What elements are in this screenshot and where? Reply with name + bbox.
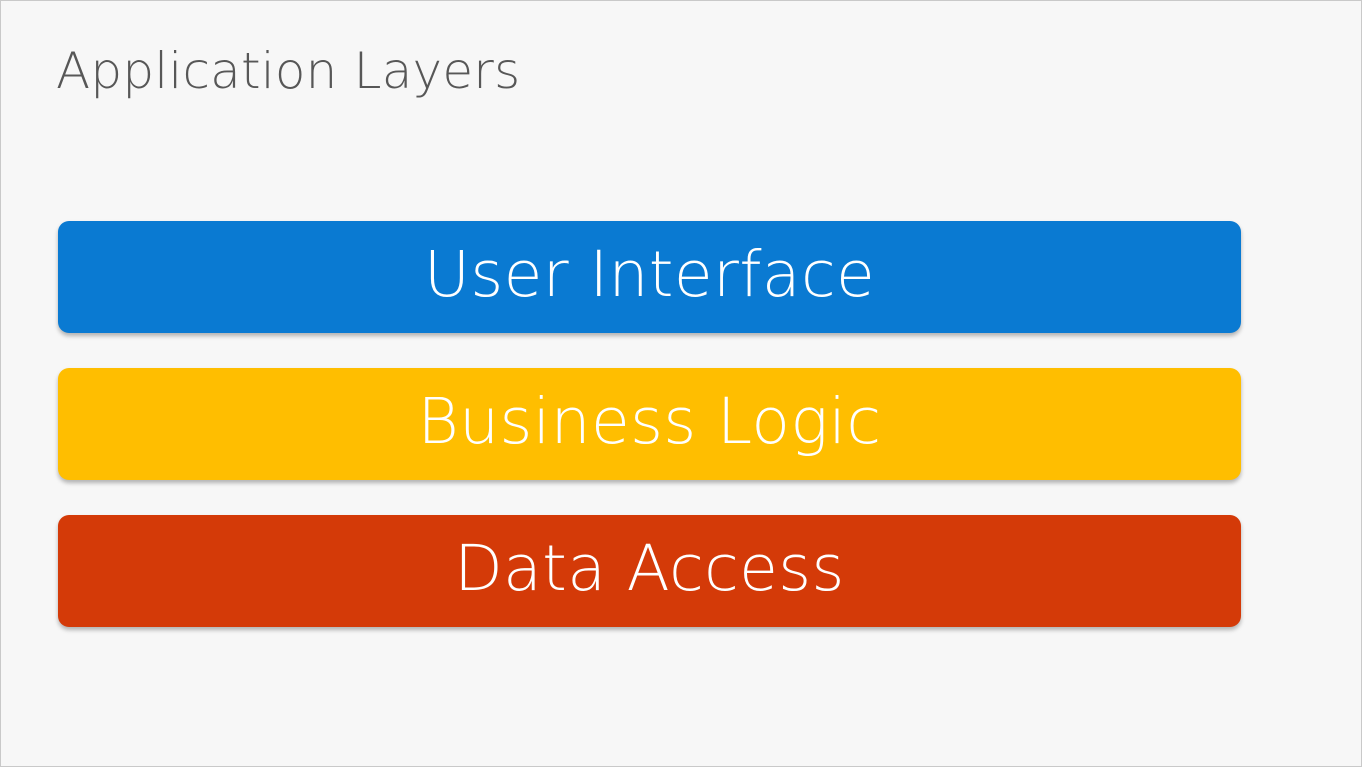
layer-stack: User Interface Business Logic Data Acces… [58,221,1241,627]
layer-label-business-logic: Business Logic [417,385,882,458]
layer-bar-data-access[interactable]: Data Access [58,515,1241,627]
layer-bar-business-logic[interactable]: Business Logic [58,368,1241,480]
page-title: Application Layers [56,42,521,100]
layer-bar-user-interface[interactable]: User Interface [58,221,1241,333]
layer-label-data-access: Data Access [454,532,845,605]
layer-label-user-interface: User Interface [423,238,876,311]
